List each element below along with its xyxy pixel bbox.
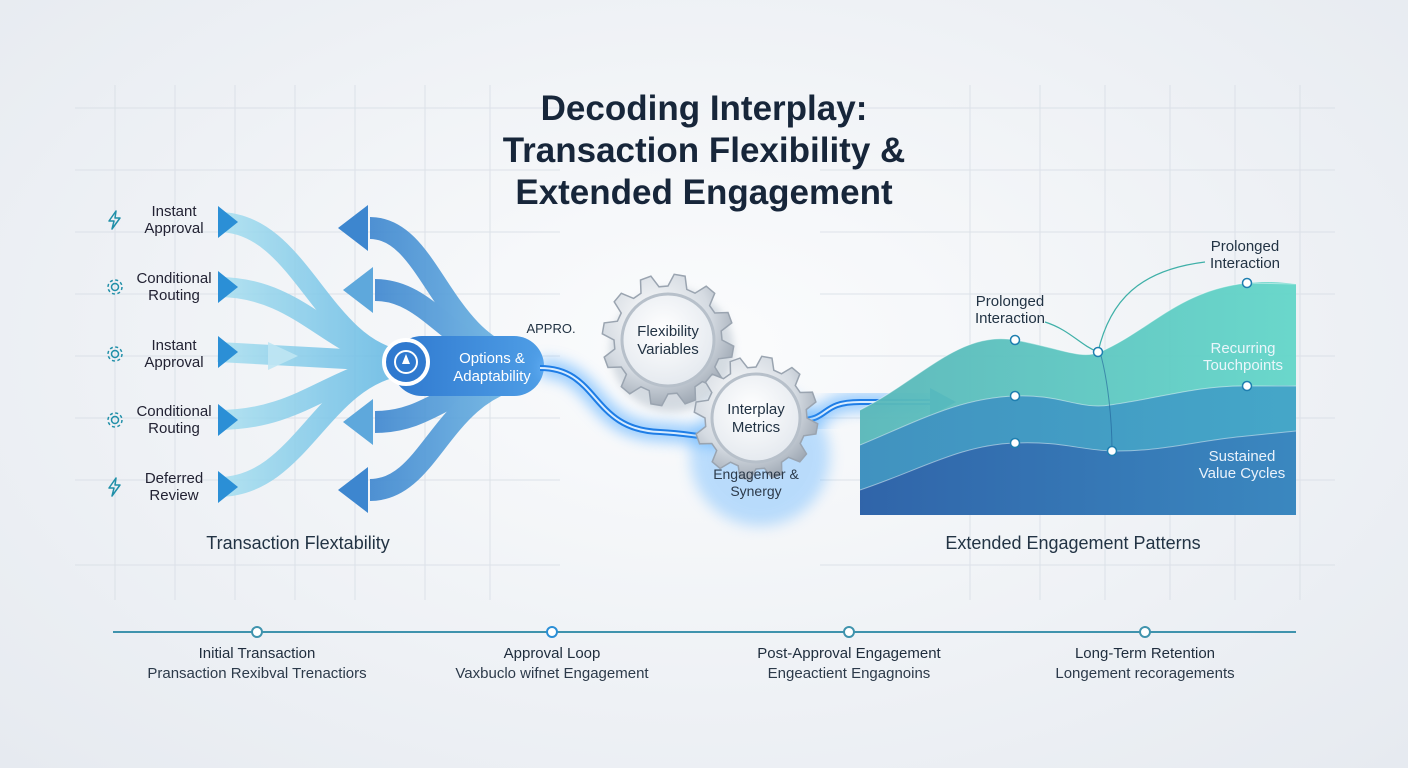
engagement-area-chart: [859, 261, 1297, 515]
chart-node: [1009, 334, 1021, 346]
gear-icon: [104, 409, 126, 431]
timeline-node: [546, 626, 558, 638]
timeline-node: [843, 626, 855, 638]
gear-icon: [104, 276, 126, 298]
area-bottom: [860, 431, 1296, 515]
option-arrows: [217, 212, 403, 497]
left-section-label: Transaction Flextability: [206, 533, 390, 553]
chart-node: [1009, 390, 1021, 402]
synergy-label: Engagemer & Synergy: [713, 466, 799, 499]
right-section-label: Extended Engagement Patterns: [945, 533, 1201, 553]
gear-flexibility-variables: Flexibility Variables: [637, 323, 699, 358]
gear-flexibility-graphic: [601, 273, 735, 412]
chart-node: [1092, 346, 1104, 358]
timeline: [113, 626, 1296, 638]
gear-interplay-metrics: Interplay Metrics: [727, 401, 785, 436]
hub-tag: APPRO.: [526, 321, 576, 336]
chart-node: [1241, 380, 1253, 392]
chart-node: [1241, 277, 1253, 289]
hub-label: Options & Adaptability: [453, 350, 531, 385]
hub-node: [382, 336, 544, 396]
timeline-node: [1139, 626, 1151, 638]
timeline-node: [251, 626, 263, 638]
return-arrowheads: [338, 205, 373, 513]
chart-label-prolonged-interaction-top: Prolonged Interaction: [1209, 238, 1281, 272]
chart-node: [1106, 445, 1118, 457]
chart-label-recurring-touchpoints: Recurring Touchpoints: [1202, 340, 1284, 374]
mid-arrowheads: [268, 342, 298, 370]
page-title: Decoding Interplay: Transaction Flexibil…: [502, 89, 906, 212]
gear-icon: [104, 343, 126, 365]
gear-interplay-graphic: [690, 355, 830, 526]
lightning-icon: [104, 476, 126, 498]
chart-label-sustained-value-cycles: Sustained Value Cycles: [1198, 448, 1286, 482]
option-arrowheads: [218, 206, 238, 503]
lightning-icon: [104, 209, 126, 231]
chart-label-prolonged-interaction: Prolonged Interaction: [974, 293, 1046, 327]
chart-node: [1009, 437, 1021, 449]
